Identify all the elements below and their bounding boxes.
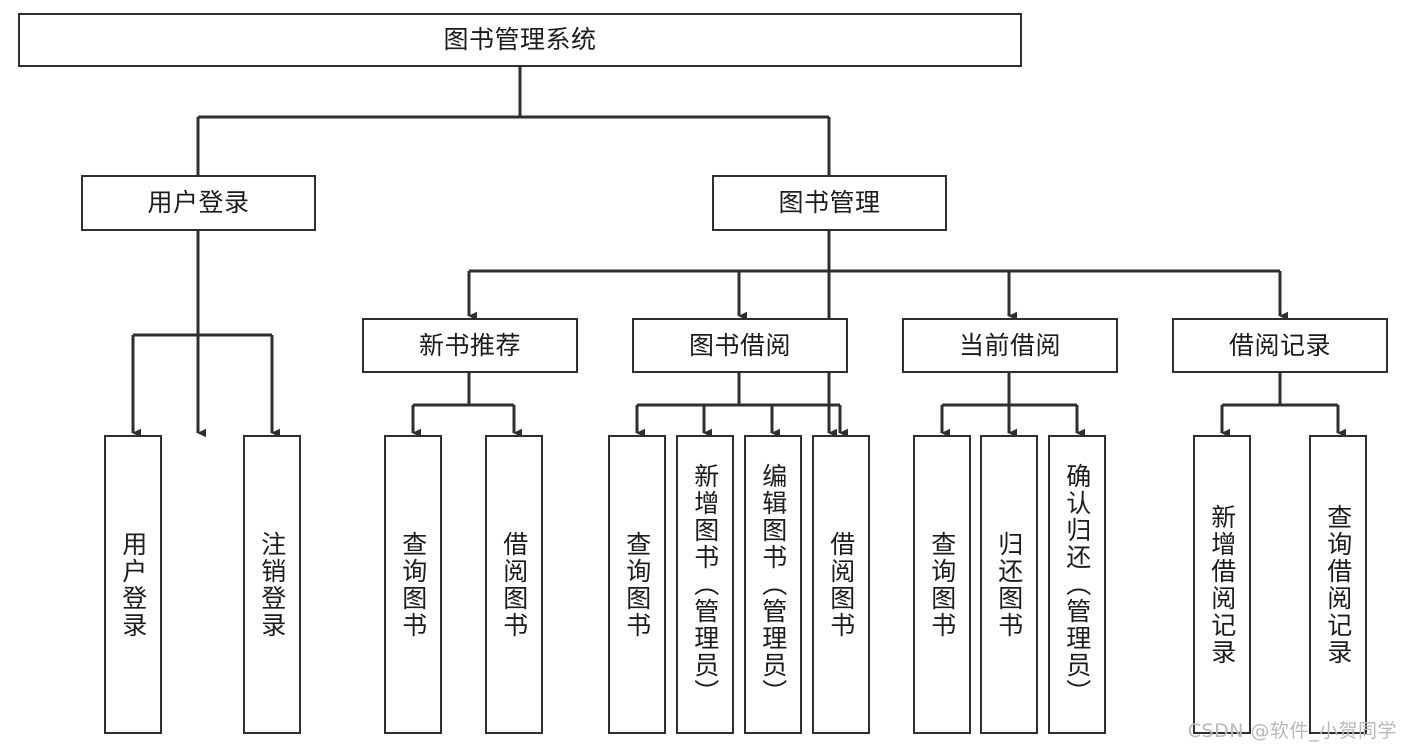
leaf-current-confirm-return-admin[interactable]: 确认归还（管理员） (1048, 435, 1106, 734)
csdn-watermark: CSDN @软件_小贺同学 (1187, 720, 1397, 742)
node-label: 借阅图书 (826, 530, 856, 639)
node-label: 图书借阅 (688, 330, 791, 360)
node-label: 新书推荐 (418, 330, 521, 360)
leaf-record-add-record[interactable]: 新增借阅记录 (1193, 435, 1251, 734)
node-borrow-record[interactable]: 借阅记录 (1172, 318, 1388, 373)
node-label: 图书管理 (778, 188, 881, 218)
node-label: 确认归还（管理员） (1062, 463, 1092, 706)
leaf-current-query-book[interactable]: 查询图书 (913, 435, 971, 734)
leaf-user-login-signin[interactable]: 用户登录 (104, 435, 162, 734)
node-root-library-system[interactable]: 图书管理系统 (18, 13, 1022, 67)
node-label: 编辑图书（管理员） (758, 463, 788, 706)
node-label: 图书管理系统 (443, 25, 597, 55)
node-label: 查询图书 (622, 530, 652, 639)
node-label: 注销登录 (257, 530, 287, 639)
node-label: 查询借阅记录 (1323, 503, 1353, 666)
node-label: 借阅图书 (499, 530, 529, 639)
leaf-borrow-borrow-book[interactable]: 借阅图书 (812, 435, 870, 734)
node-user-login[interactable]: 用户登录 (81, 175, 316, 231)
node-label: 查询图书 (927, 530, 957, 639)
leaf-current-return-book[interactable]: 归还图书 (980, 435, 1038, 734)
node-book-management[interactable]: 图书管理 (712, 175, 947, 231)
node-label: 用户登录 (118, 530, 148, 639)
node-new-book-recommend[interactable]: 新书推荐 (362, 318, 578, 373)
node-label: 新增借阅记录 (1207, 503, 1237, 666)
leaf-user-login-signout[interactable]: 注销登录 (243, 435, 301, 734)
node-book-borrow[interactable]: 图书借阅 (632, 318, 848, 373)
leaf-borrow-query-book[interactable]: 查询图书 (608, 435, 666, 734)
node-label: 新增图书（管理员） (690, 463, 720, 706)
node-label: 用户登录 (147, 188, 250, 218)
node-label: 当前借阅 (958, 330, 1061, 360)
leaf-borrow-add-book-admin[interactable]: 新增图书（管理员） (676, 435, 734, 734)
leaf-record-query-record[interactable]: 查询借阅记录 (1309, 435, 1367, 734)
node-label: 归还图书 (994, 530, 1024, 639)
node-current-borrow[interactable]: 当前借阅 (902, 318, 1118, 373)
leaf-recommend-borrow-book[interactable]: 借阅图书 (485, 435, 543, 734)
node-label: 查询图书 (398, 530, 428, 639)
node-label: 借阅记录 (1228, 330, 1331, 360)
leaf-borrow-edit-book-admin[interactable]: 编辑图书（管理员） (744, 435, 802, 734)
leaf-recommend-query-book[interactable]: 查询图书 (384, 435, 442, 734)
